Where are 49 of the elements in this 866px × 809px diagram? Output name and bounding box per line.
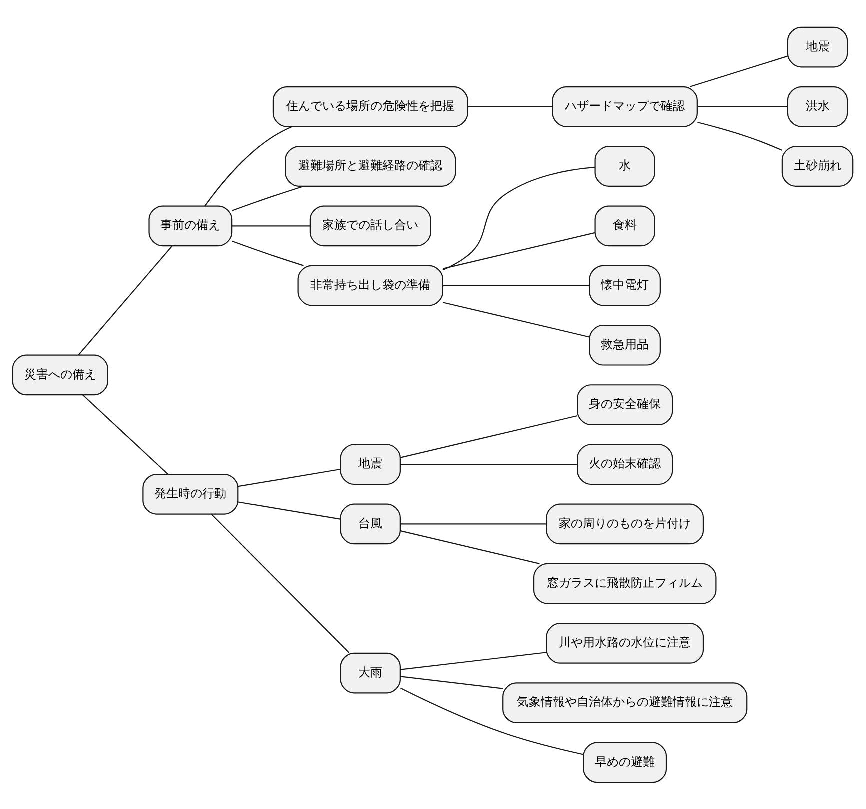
connector: [400, 652, 547, 670]
connector: [400, 523, 547, 524]
node-box: 家の周りのものを片付け: [546, 503, 704, 544]
node-box: 台風: [340, 503, 401, 544]
connector: [238, 501, 340, 520]
node-box: 水: [594, 146, 656, 186]
node-box: 懐中電灯: [589, 264, 661, 306]
connector: [232, 240, 304, 266]
connector: [442, 166, 595, 270]
node-box: 洪水: [787, 86, 848, 127]
node-box: 救急用品: [589, 324, 661, 366]
node-box: 早めの避難: [583, 742, 668, 783]
connector: [78, 246, 173, 355]
connector: [443, 284, 590, 286]
node-box: 非常持ち出し袋の準備: [298, 264, 444, 306]
node-box: 事前の備え: [148, 205, 233, 246]
node-box: 気象情報や自治体からの避難情報に注意: [502, 682, 748, 724]
connector: [400, 676, 504, 689]
connector: [400, 687, 584, 755]
node-box: 住んでいる場所の危険性を把握: [272, 86, 468, 127]
connector: [238, 468, 340, 487]
connector: [442, 302, 590, 338]
node-box: 川や用水路の水位に注意: [546, 622, 704, 664]
node-box: 身の安全確保: [577, 384, 674, 425]
connector: [698, 121, 783, 151]
node-box: 火の始末確認: [577, 444, 674, 485]
connector: [442, 232, 596, 269]
connector: [468, 106, 552, 107]
node-box: 家族での話し合い: [310, 205, 432, 246]
node-box: 避難場所と避難経路の確認: [285, 146, 456, 186]
connector: [232, 185, 304, 211]
connector: [698, 106, 788, 107]
node-box: 土砂崩れ: [782, 146, 854, 186]
connector: [232, 225, 310, 226]
connector: [211, 514, 350, 653]
node-box: 発生時の行動: [142, 474, 239, 514]
connector: [400, 464, 578, 465]
node-box: 災害への備え: [12, 354, 108, 396]
connector: [400, 530, 540, 564]
node-box: ハザードマップで確認: [552, 86, 698, 127]
node-box: 地震: [787, 26, 848, 68]
connector: [82, 394, 168, 474]
node-box: 地震: [340, 444, 401, 485]
connector: [690, 55, 788, 87]
connector: [400, 414, 578, 458]
node-box: 大雨: [340, 652, 401, 694]
node-box: 窓ガラスに飛散防止フィルム: [533, 562, 717, 604]
node-box: 食料: [594, 205, 656, 246]
connector: [204, 126, 292, 206]
